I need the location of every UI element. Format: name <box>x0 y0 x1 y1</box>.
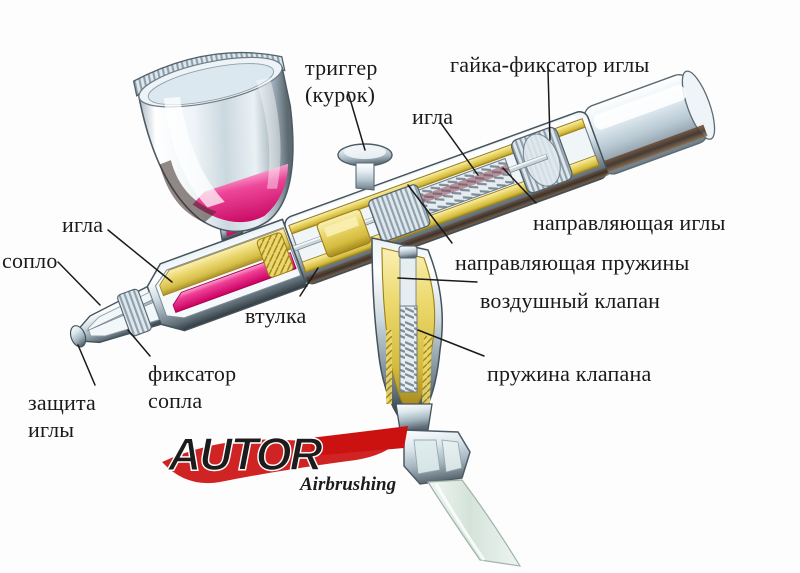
callout-label-needle-top: игла <box>412 104 454 129</box>
watermark-main-text: AUTOR <box>167 428 322 480</box>
callout-label-needle-cap2: иглы <box>28 417 75 442</box>
leader-air-valve <box>397 277 478 283</box>
leader-needle-nut <box>547 69 551 141</box>
watermark-r-tail <box>310 426 408 456</box>
air-hose-part <box>426 479 522 567</box>
callout-label-needle-guide: направляющая иглы <box>533 210 726 235</box>
leader-nozzle-cap <box>127 329 151 357</box>
leader-needle-guide <box>502 167 537 204</box>
leader-nozzle <box>57 261 101 306</box>
trigger-part <box>337 143 393 191</box>
callout-label-trigger: триггер <box>305 55 378 80</box>
leader-line-group <box>57 69 551 386</box>
callout-label-spring-guide: направляющая пружины <box>455 250 690 275</box>
leader-needle-left <box>107 229 173 283</box>
nozzle-cap-part <box>117 288 152 337</box>
callout-label-trigger2: (курок) <box>305 82 376 107</box>
watermark-sub-text: Airbrushing <box>299 474 396 495</box>
callout-label-nozzle-cap2: сопла <box>148 388 203 413</box>
callout-label-needle-cap: защита <box>28 390 97 415</box>
leader-spring-guide <box>407 184 453 244</box>
leader-valve-spring <box>417 329 485 357</box>
handle-valve-part <box>371 237 444 431</box>
leader-needle-cap <box>77 344 96 386</box>
callout-label-valve-spring: пружина клапана <box>487 361 652 386</box>
callout-label-nozzle: сопло <box>2 248 58 273</box>
paint-cup-part <box>132 51 294 233</box>
callout-label-needle-left: игла <box>62 212 104 237</box>
spring-guide-part <box>368 184 431 242</box>
leader-trigger <box>347 91 366 151</box>
callout-label-nozzle-cap: фиксатор <box>148 361 237 386</box>
callout-label-bushing: втулка <box>245 303 307 328</box>
leader-bushing <box>299 267 319 297</box>
callout-label-air-valve: воздушный клапан <box>480 288 661 313</box>
watermark-svg: AUTOR Airbrushing <box>162 426 408 495</box>
callout-label-needle-nut: гайка-фиксатор иглы <box>450 52 650 77</box>
leader-needle-top <box>439 121 479 176</box>
hose-fitting-part <box>403 429 471 485</box>
rear-cap-part <box>583 70 716 175</box>
bushing-part <box>256 232 294 278</box>
watermark-logo: AUTOR Airbrushing <box>160 418 410 498</box>
needle-guide-bushing-part <box>316 208 372 258</box>
